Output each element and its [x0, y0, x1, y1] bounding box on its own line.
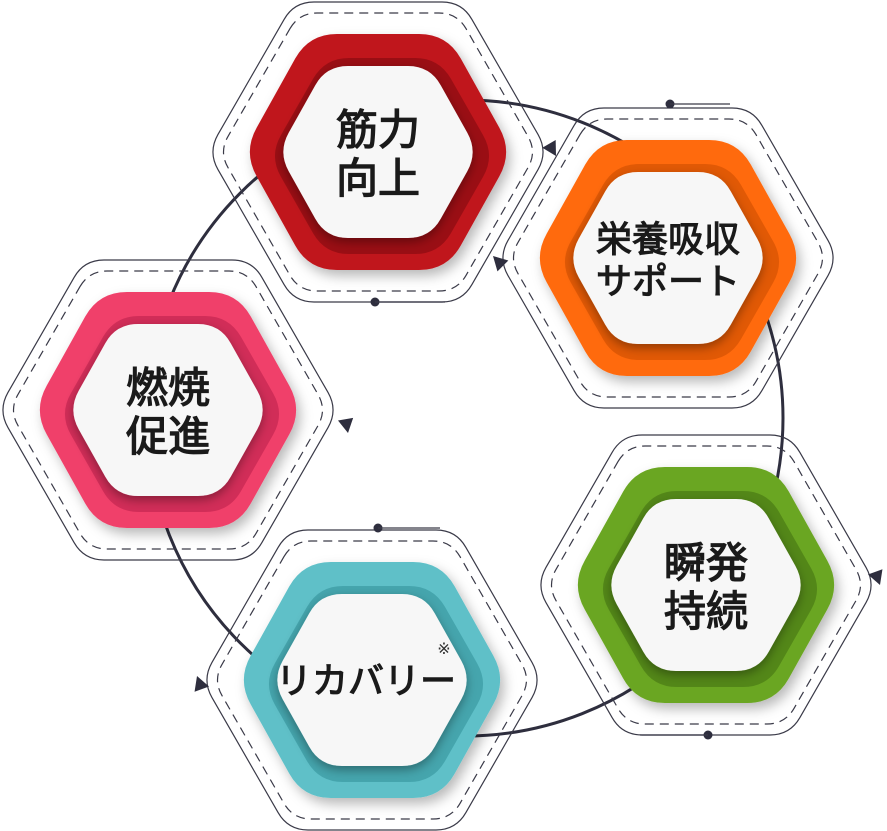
node-muscle-dashed-outline	[222, 12, 534, 292]
node-nutrient-line-2: サポート	[596, 260, 740, 302]
node-nutrient-face	[573, 172, 763, 344]
node-muscle-outer-outline	[212, 1, 544, 303]
flow-decorations	[194, 99, 883, 740]
node-recovery-face	[277, 594, 467, 766]
node-nutrient-dashed-outline	[512, 118, 824, 398]
node-burst-outer-outline	[540, 434, 872, 736]
node-nutrient: 栄養吸収 サポート	[502, 107, 834, 409]
node-recovery-note: ※	[437, 639, 450, 658]
node-recovery-dashed-outline	[216, 540, 528, 820]
node-burst-line-2: 持続	[664, 587, 748, 636]
node-burn: 燃焼 促進	[2, 259, 334, 561]
arrow-head-burn	[337, 417, 354, 433]
node-recovery-outer-outline	[206, 529, 538, 831]
node-recovery: リカバリー ※	[206, 529, 538, 831]
node-recovery-line-1: リカバリー	[276, 661, 456, 702]
node-muscle: 筋力 向上	[212, 1, 544, 303]
arrow-head-muscle	[542, 140, 556, 156]
node-burn-line-1: 燃焼	[126, 363, 210, 412]
arrow-head-nutrient	[493, 256, 509, 272]
arrow-head-recovery	[194, 676, 210, 692]
node-burst-dashed-outline	[550, 445, 862, 725]
node-burst-face	[611, 499, 801, 671]
node-muscle-face	[283, 66, 473, 238]
node-burst-line-1: 瞬発	[664, 538, 749, 587]
arrow-head-burst	[867, 569, 883, 585]
node-burn-outer-outline	[2, 259, 334, 561]
node-burn-line-2: 促進	[125, 412, 210, 461]
node-muscle-line-2: 向上	[336, 154, 420, 203]
node-burn-dashed-outline	[12, 270, 324, 550]
node-nutrient-line-1: 栄養吸収	[596, 220, 740, 261]
node-nutrient-outer-outline	[502, 107, 834, 409]
node-muscle-line-1: 筋力	[336, 105, 420, 154]
node-burst: 瞬発 持続	[540, 434, 872, 736]
node-burn-face	[73, 324, 263, 496]
